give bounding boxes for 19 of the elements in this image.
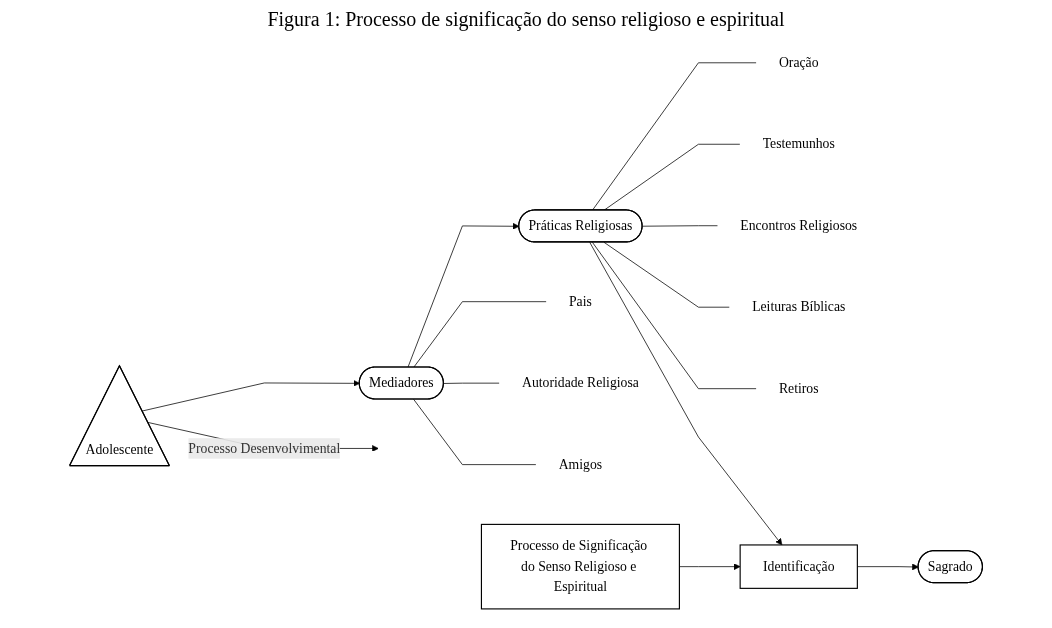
figure-title: Figura 1: Processo de significação do senso religioso e espiritual bbox=[266, 8, 786, 31]
node-text: Oração bbox=[778, 54, 819, 71]
node-text: Leituras Bíblicas bbox=[752, 299, 846, 315]
connector bbox=[603, 241, 730, 308]
connector bbox=[642, 225, 718, 227]
edge-label: Processo Desenvolvimental bbox=[188, 440, 341, 456]
node-box: Identificação bbox=[739, 544, 858, 589]
connector bbox=[592, 62, 757, 211]
node-box: Processo de Significação do Senso Religioso e Espiritual bbox=[480, 523, 680, 610]
node-text: Autoridade Religiosa bbox=[521, 375, 639, 391]
node-text: Retiros bbox=[778, 380, 819, 396]
node-text: Encontros Religiosos bbox=[740, 217, 858, 233]
connector bbox=[413, 398, 537, 465]
connector bbox=[413, 301, 547, 368]
node-text: Pais bbox=[568, 293, 592, 309]
node-text: Testemunhos bbox=[762, 136, 835, 152]
connector bbox=[443, 382, 500, 384]
node-text: Amigos bbox=[558, 456, 603, 472]
connector bbox=[592, 241, 757, 390]
